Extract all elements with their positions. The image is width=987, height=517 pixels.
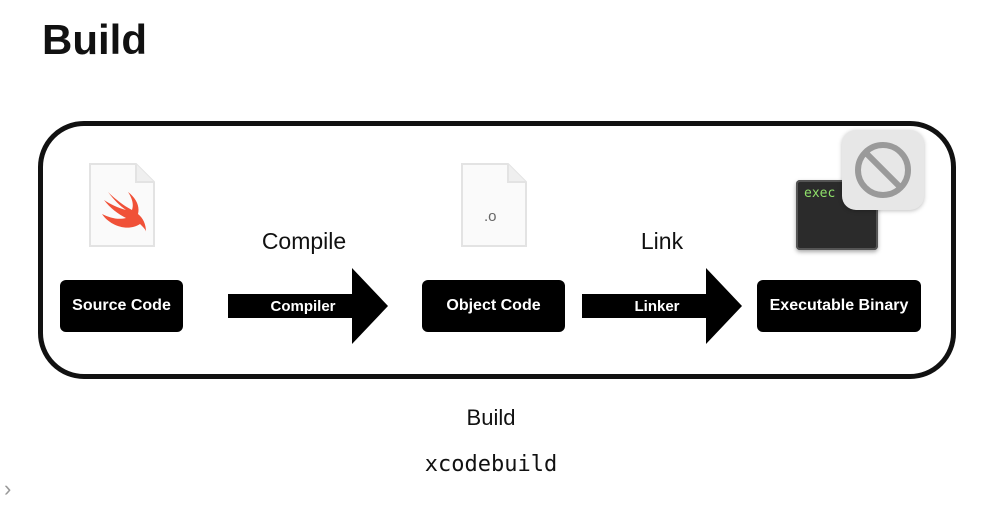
xcodebuild-command: xcodebuild (424, 452, 558, 477)
chevron-right-icon[interactable]: › (4, 476, 12, 501)
linker-arrow (582, 268, 742, 344)
build-frame (38, 121, 956, 379)
link-caption: Link (640, 228, 684, 254)
object-file-icon (461, 163, 527, 247)
compiler-arrow (228, 268, 388, 344)
executable-binary-box: Executable Binary (757, 280, 921, 332)
source-code-box: Source Code (60, 280, 183, 332)
compiler-label: Compiler (270, 298, 336, 315)
object-code-box: Object Code (422, 280, 565, 332)
object-file-extension: .o (484, 208, 497, 225)
compile-caption: Compile (261, 228, 347, 254)
slide-title: Build (42, 16, 147, 63)
prohibited-icon (855, 142, 911, 198)
linker-label: Linker (634, 298, 680, 315)
build-label: Build (466, 405, 516, 430)
terminal-text: exec (804, 186, 836, 201)
terminal-icon: exec (796, 180, 878, 250)
prohibited-badge (842, 130, 924, 210)
swift-icon (102, 192, 146, 232)
swift-file-icon (89, 163, 155, 247)
